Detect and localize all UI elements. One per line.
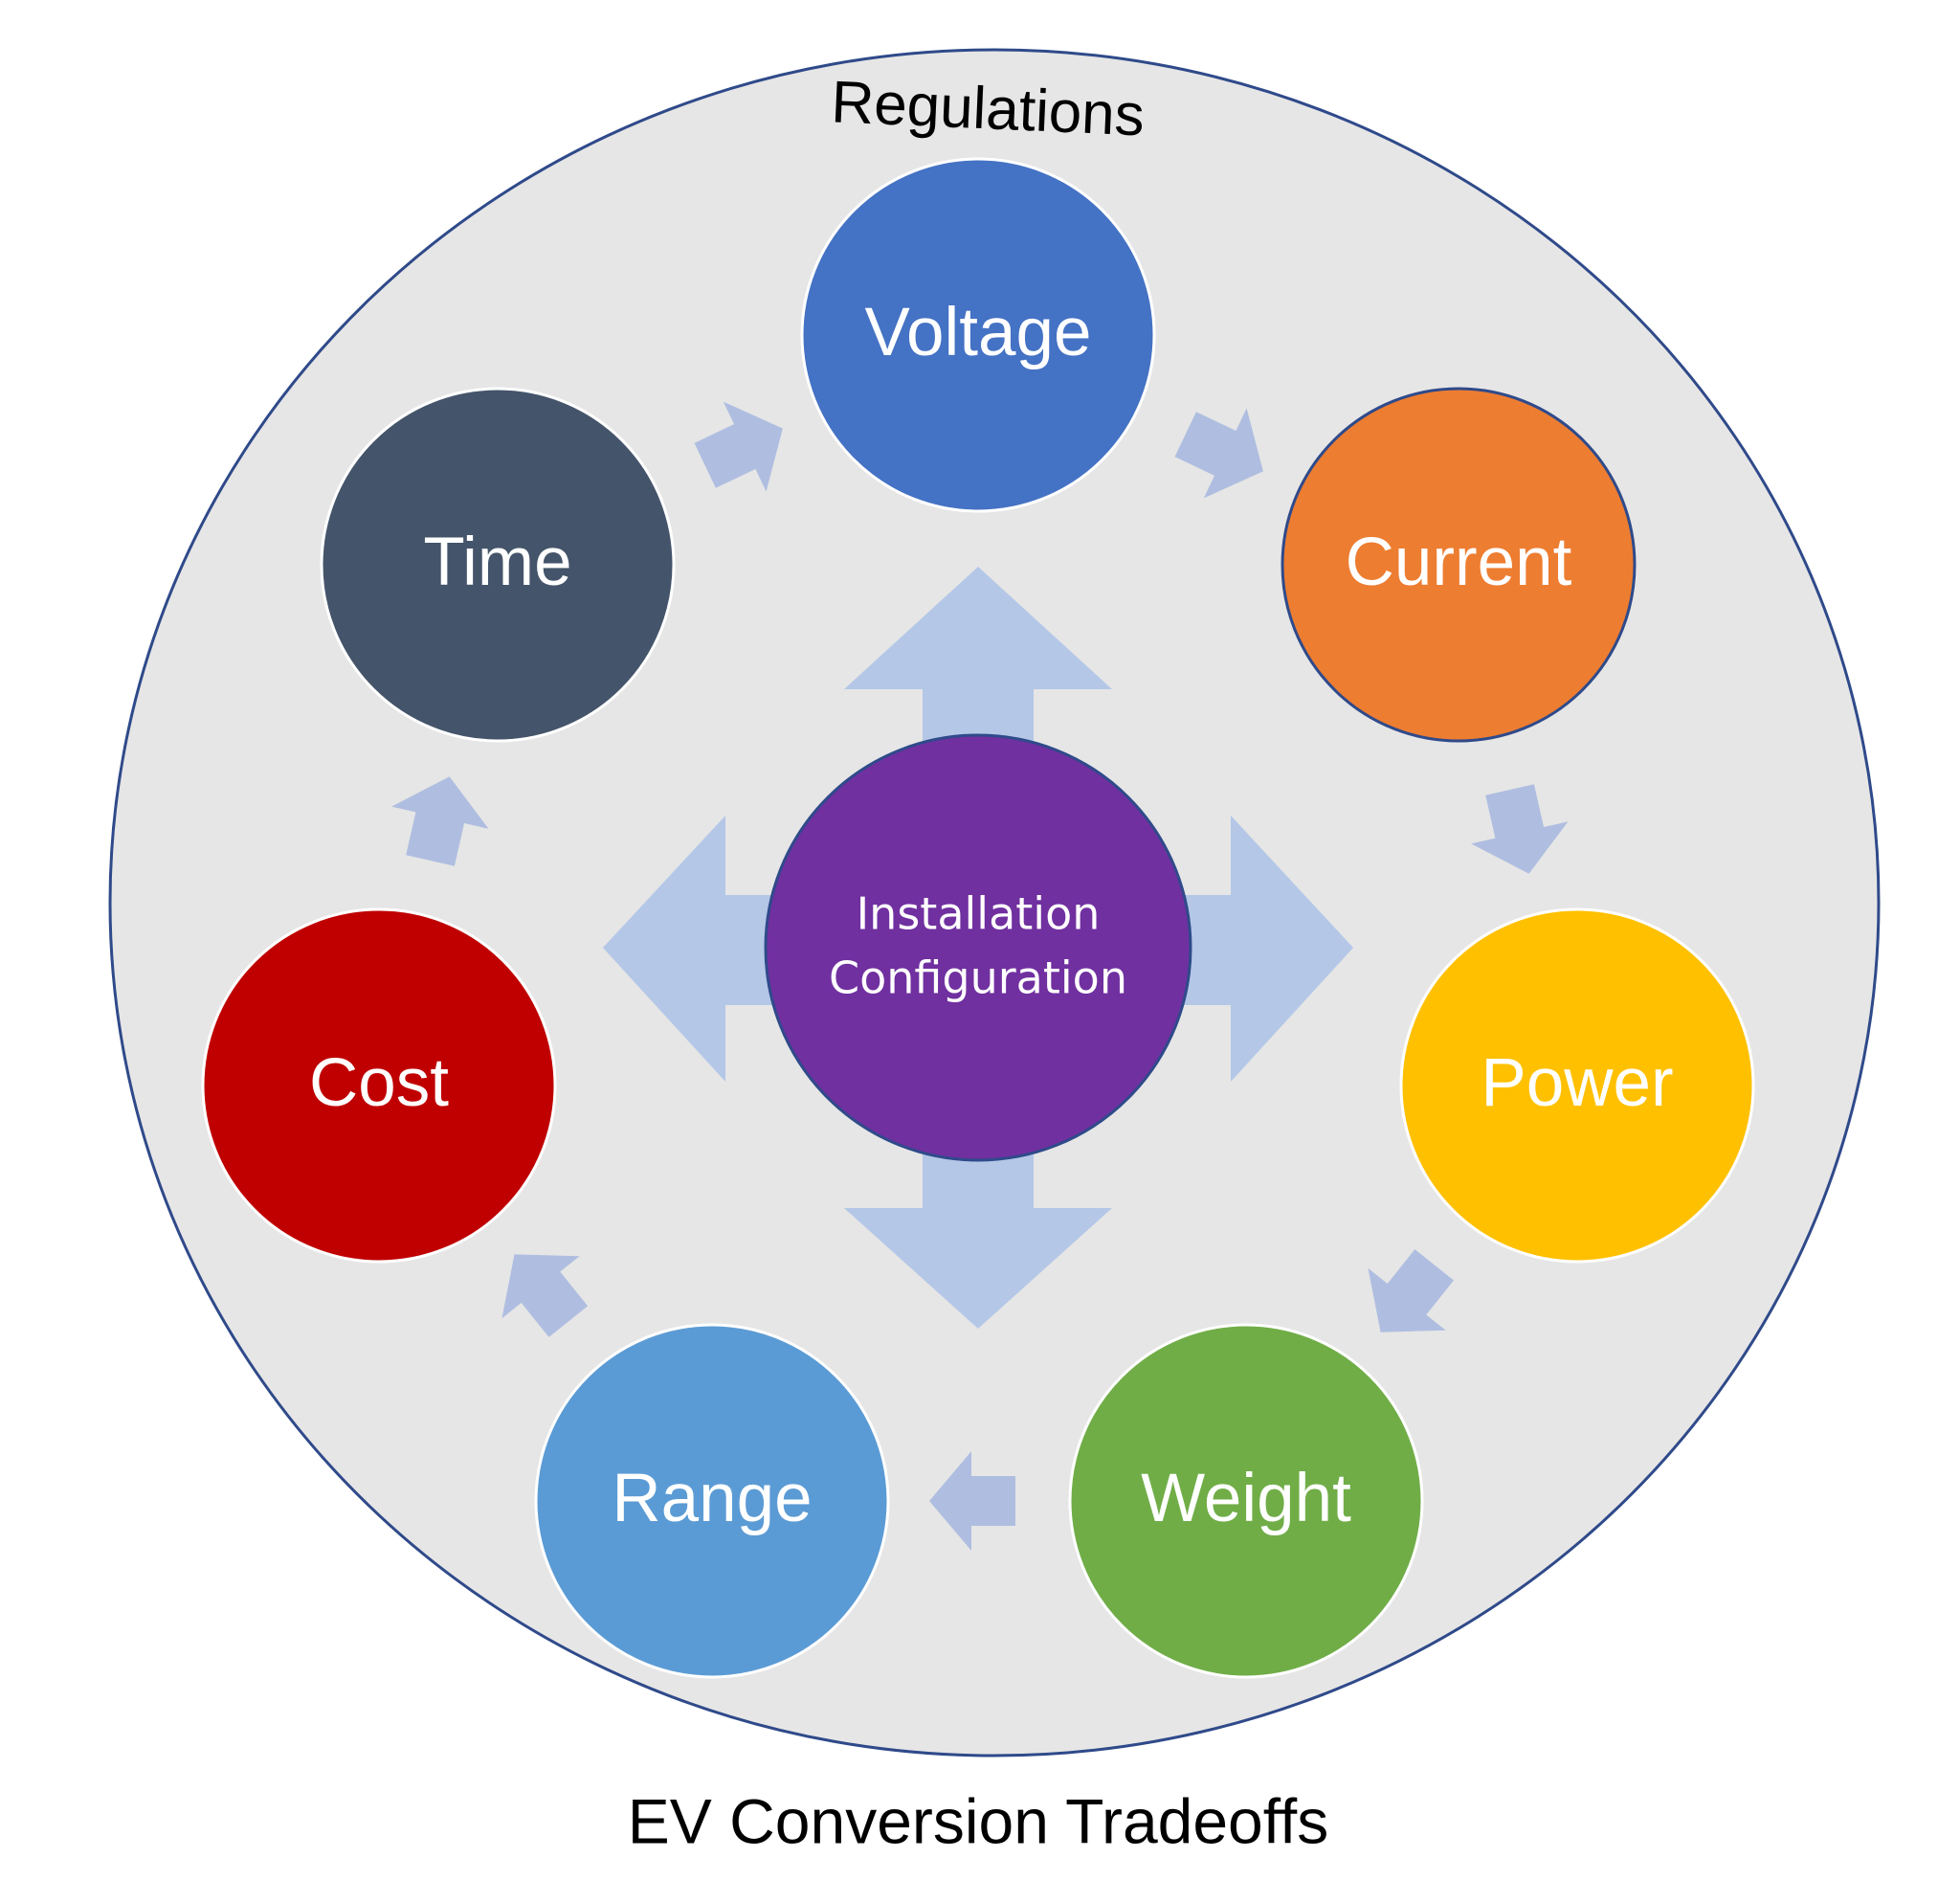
node-weight: Weight [1068, 1323, 1424, 1679]
cycle-arrow-power-to-weight [1368, 1249, 1454, 1332]
center-circle [764, 733, 1192, 1162]
diagram-caption: EV Conversion Tradeoffs [628, 1785, 1329, 1856]
center-arrow-left [603, 816, 804, 1082]
range-label: Range [612, 1461, 812, 1536]
center-arrow-right [1153, 816, 1353, 1082]
node-voltage: Voltage [800, 157, 1156, 513]
power-label: Power [1481, 1045, 1673, 1121]
center-label-line1: Installation [857, 888, 1101, 940]
cycle-arrow-current-to-power [1471, 784, 1569, 874]
cycle-arrow-weight-to-range [929, 1451, 1015, 1551]
current-circle [1281, 387, 1637, 743]
cost-label: Cost [309, 1045, 449, 1121]
weight-label: Weight [1141, 1461, 1351, 1536]
center-node: Installation Configuration [764, 733, 1192, 1162]
cycle-arrow-voltage-to-current [1174, 408, 1263, 499]
cycle-arrow-range-to-cost [501, 1254, 589, 1337]
center-four-way-arrow [603, 567, 1353, 1329]
cycle-arrow-time-to-voltage [694, 401, 783, 492]
cycle-arrows [391, 401, 1569, 1551]
center-arrow-up [844, 567, 1112, 766]
voltage-circle [800, 157, 1156, 513]
range-circle [534, 1323, 890, 1679]
current-label: Current [1346, 525, 1572, 600]
cost-circle [201, 907, 557, 1264]
node-current: Current [1281, 387, 1637, 743]
regulations-label: Regulations [830, 69, 1146, 148]
cycle-arrow-cost-to-time [391, 776, 489, 866]
voltage-label: Voltage [865, 295, 1092, 370]
time-label: Time [423, 525, 571, 600]
power-circle [1399, 907, 1755, 1264]
node-time: Time [320, 387, 676, 743]
weight-circle [1068, 1323, 1424, 1679]
center-label-line2: Configuration [829, 952, 1127, 1004]
node-power: Power [1399, 907, 1755, 1264]
node-cost: Cost [201, 907, 557, 1264]
center-arrow-down [844, 1130, 1112, 1329]
time-circle [320, 387, 676, 743]
node-range: Range [534, 1323, 890, 1679]
